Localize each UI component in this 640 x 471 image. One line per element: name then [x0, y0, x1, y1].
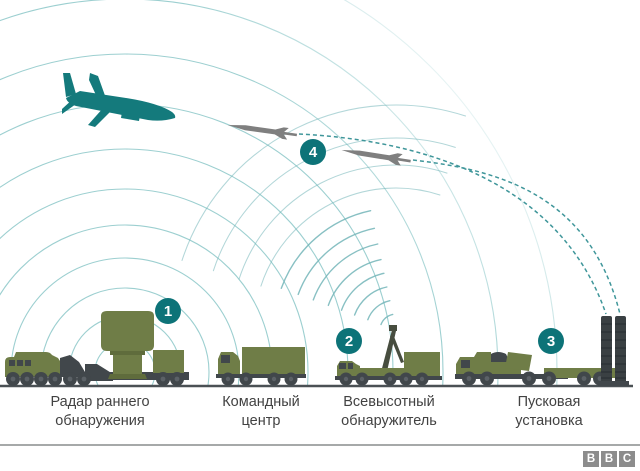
trajectory-path-2	[412, 159, 621, 315]
label-line: центр	[241, 412, 281, 429]
launch-tubes	[598, 316, 629, 386]
missile-icon-2	[341, 149, 411, 166]
bbc-logo: B B C	[583, 451, 635, 467]
step-badge-3: 3	[538, 328, 564, 354]
launcher-vehicle	[455, 316, 629, 386]
vehicle-label-early-warning-radar: Радар раннего обнаружения	[15, 393, 185, 430]
vehicle-label-all-altitude-detector: Всевысотный обнаружитель	[314, 393, 464, 430]
early-warning-radar-vehicle	[5, 311, 189, 386]
vehicle-label-command-center: Командный центр	[196, 393, 326, 430]
missile-icon-1	[227, 124, 298, 140]
bbc-logo-letter: B	[583, 451, 599, 467]
label-line: Всевысотный	[343, 394, 435, 410]
command-center-vehicle	[216, 347, 306, 386]
aircraft-icon	[62, 73, 176, 127]
all-altitude-detector-vehicle	[335, 325, 442, 386]
label-line: Командный	[222, 394, 300, 410]
label-line: обнаружитель	[341, 412, 437, 429]
bbc-logo-letter: C	[619, 451, 635, 467]
missile-trajectory-paths	[298, 133, 621, 315]
footer-divider	[0, 444, 640, 446]
beam-waves-icon	[181, 104, 467, 326]
bbc-logo-letter: B	[601, 451, 617, 467]
label-line: установка	[515, 412, 583, 429]
label-line: Радар раннего	[50, 394, 150, 410]
vehicle-label-launcher: Пусковая установка	[484, 393, 614, 430]
step-badge-1: 1	[155, 298, 181, 324]
step-badge-2: 2	[336, 328, 362, 354]
trajectory-path-1	[298, 133, 607, 315]
step-badge-4: 4	[300, 139, 326, 165]
label-line: обнаружения	[55, 412, 145, 429]
label-line: Пусковая	[517, 394, 581, 410]
